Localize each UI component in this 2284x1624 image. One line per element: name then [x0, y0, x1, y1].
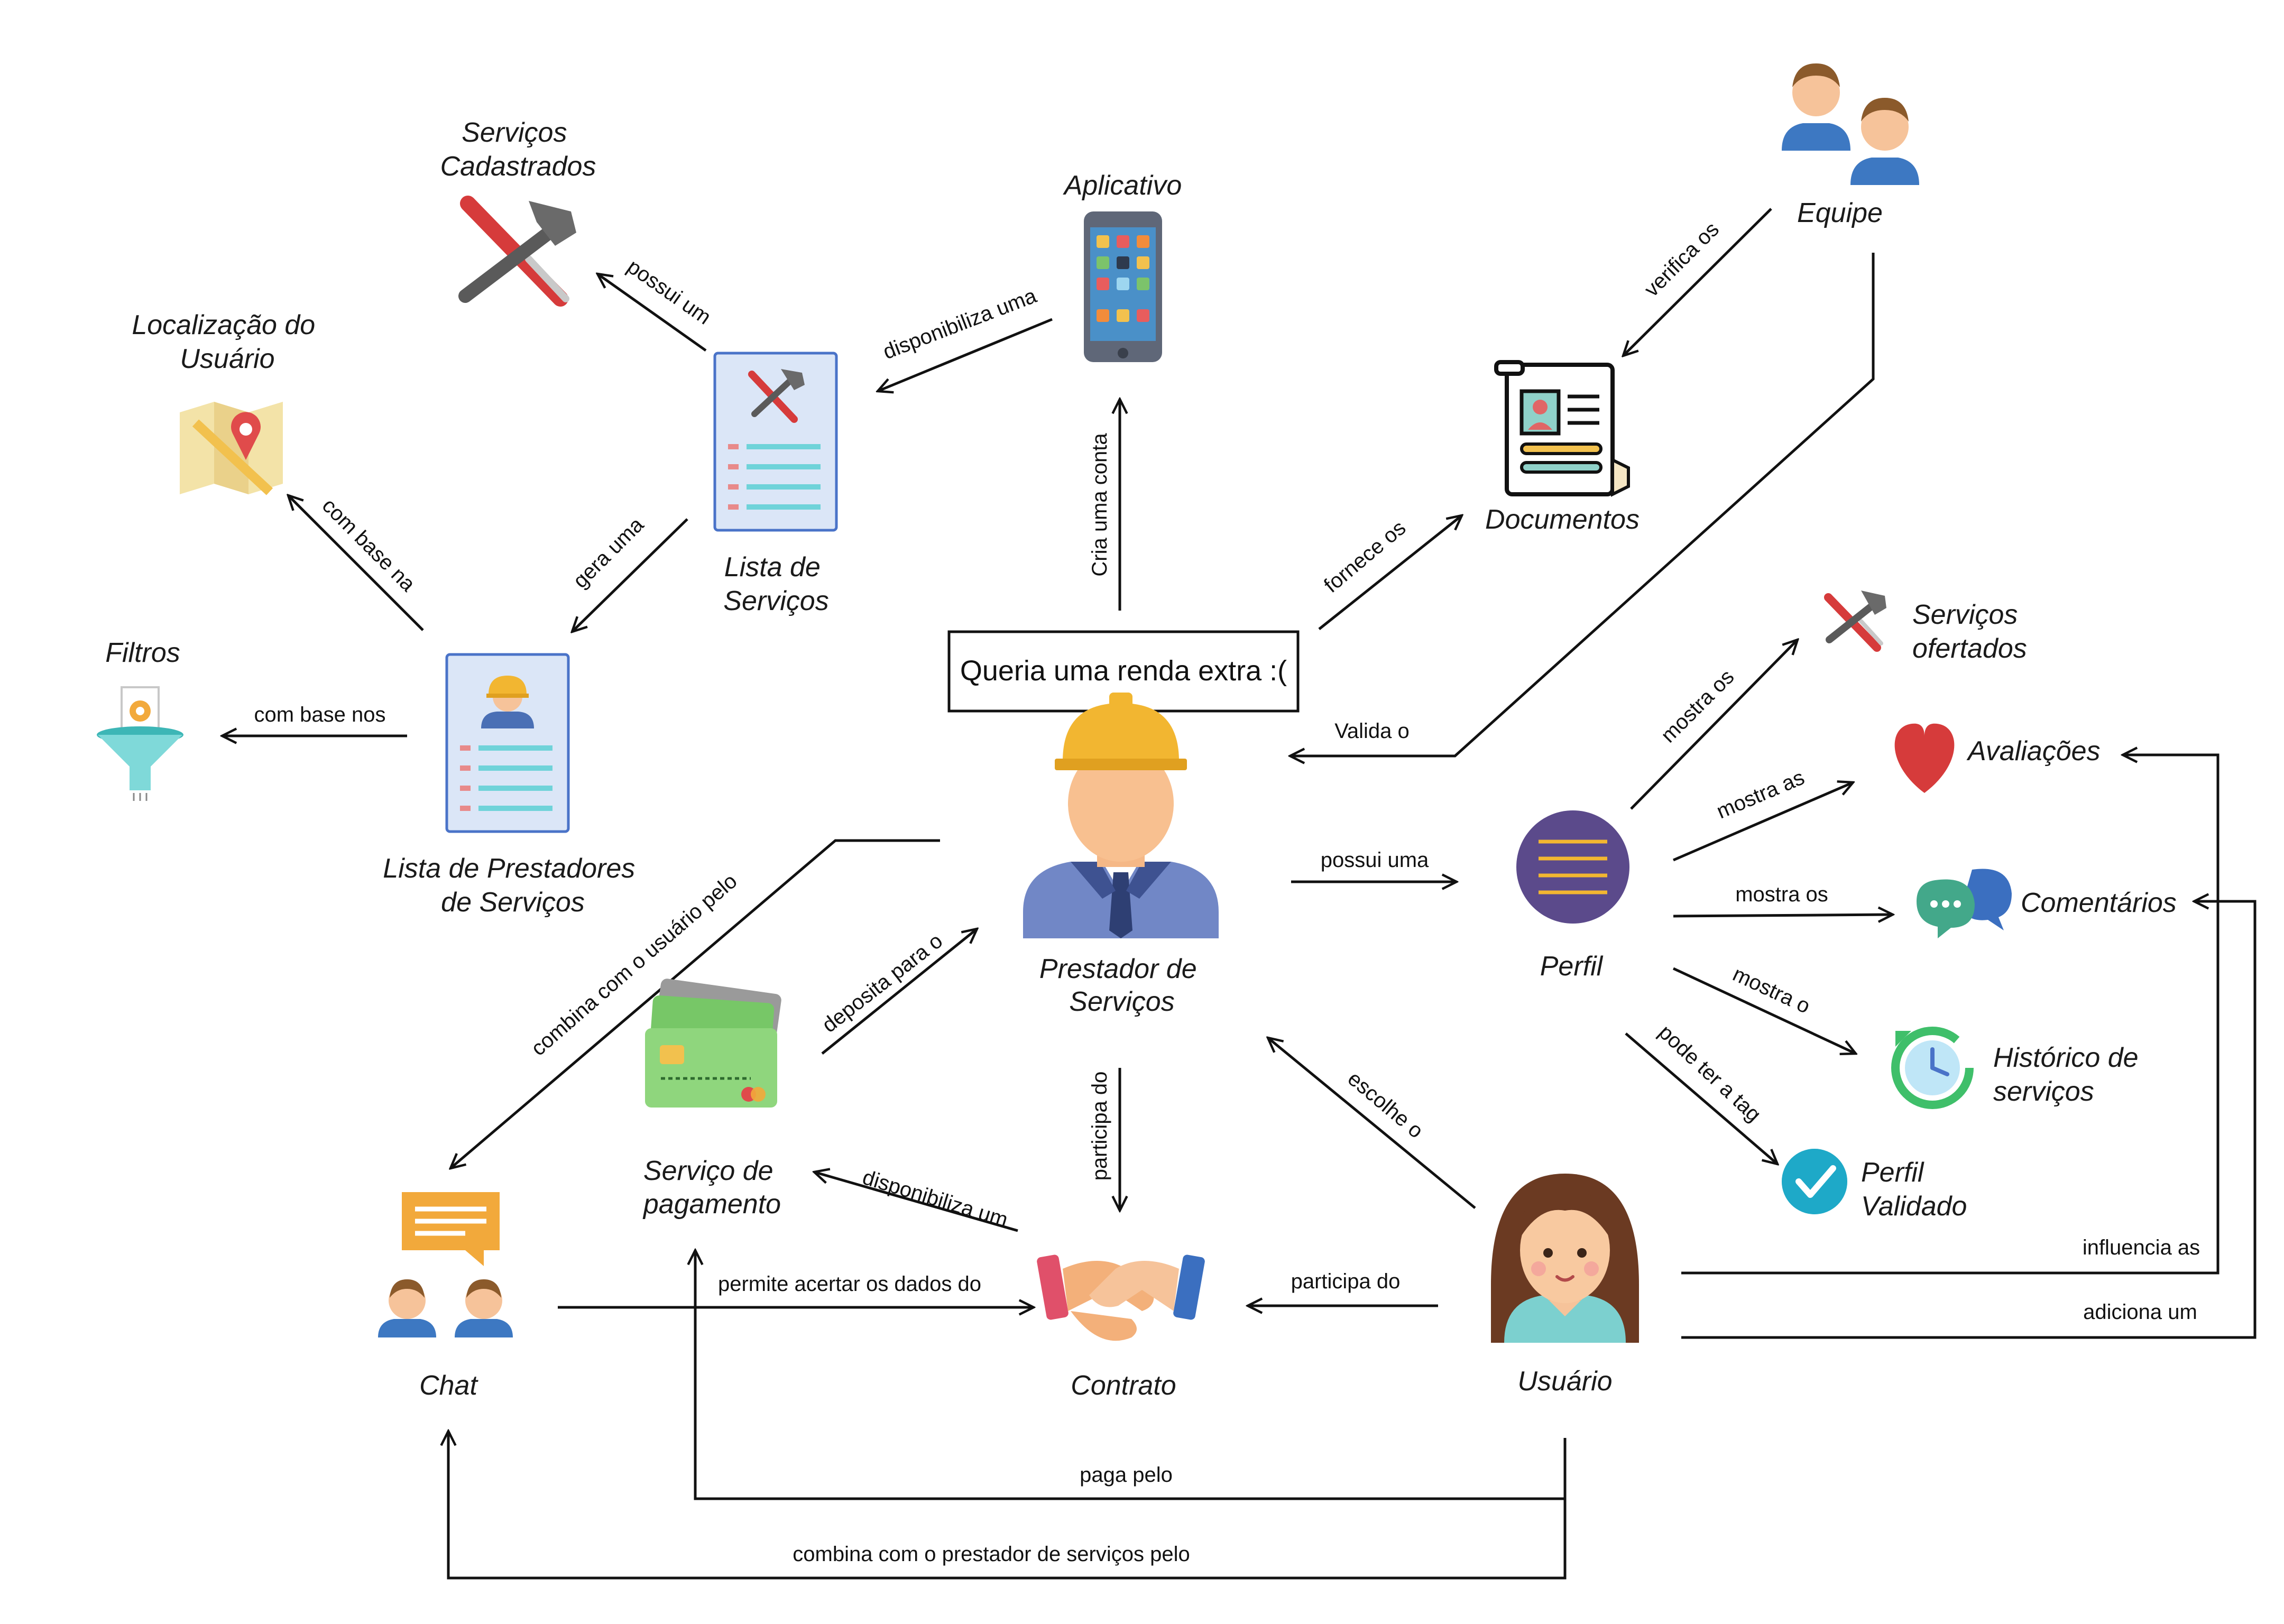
label-equipe: Equipe: [1797, 198, 1883, 228]
edge-label-gera-uma: gera uma: [569, 513, 649, 593]
chat-icon: [378, 1192, 513, 1337]
label-comentarios: Comentários: [2021, 888, 2177, 918]
edge-label-influencia-as: influencia as: [2083, 1236, 2200, 1259]
handshake-icon: [1037, 1254, 1205, 1341]
label-servicos-cadastrados: Serviços Cadastrados: [440, 117, 596, 182]
label-usuario: Usuário: [1517, 1366, 1612, 1397]
speech-bubble-text: Queria uma renda extra :(: [960, 655, 1287, 687]
edge-label-mostra-os-1: mostra os: [1656, 665, 1738, 747]
heart-icon: [1894, 723, 1955, 793]
edge-label-disponibiliza-um: disponibiliza um: [860, 1166, 1010, 1232]
tools-icon: [458, 196, 576, 307]
arrow-perfil-to-servicos-ofertados: [1630, 640, 1798, 810]
arrow-perfil-to-comentarios: [1673, 915, 1893, 916]
label-lista-prestadores: Lista de Prestadores de Serviços: [383, 853, 642, 918]
node-labels: Serviços Cadastrados Aplicativo Equipe L…: [105, 117, 2177, 1401]
edge-label-possui-um: possui um: [623, 255, 715, 329]
edge-label-cria-uma-conta: Cria uma conta: [1088, 433, 1111, 577]
label-prestador: Prestador de Serviços: [1039, 954, 1204, 1017]
profile-icon: [1516, 810, 1629, 924]
edge-label-fornece-os: fornece os: [1320, 516, 1410, 597]
verified-check-icon: [1782, 1149, 1847, 1214]
label-lista-servicos: Lista de Serviços: [723, 552, 828, 616]
label-contrato: Contrato: [1071, 1370, 1176, 1401]
label-avaliacoes: Avaliações: [1966, 736, 2101, 767]
speech-bubble: Queria uma renda extra :(: [947, 630, 1300, 725]
arrow-perfil-to-avaliacoes: [1673, 782, 1853, 862]
connectors: [222, 208, 2257, 1580]
arrow-equipe-valida-prestador: [1290, 253, 1875, 756]
edge-label-deposita-para-o: deposita para o: [818, 929, 947, 1037]
label-historico: Histórico de serviços: [1993, 1042, 2146, 1107]
arrow-perfil-to-historico: [1672, 967, 1856, 1054]
edge-label-participa-do-2: participa do: [1291, 1270, 1401, 1293]
arrow-usuario-to-pagamento: [695, 1250, 1567, 1500]
edge-label-escolhe-o: escolhe o: [1343, 1067, 1428, 1143]
team-icon: [1782, 63, 1919, 185]
credit-card-icon: [645, 979, 781, 1108]
edge-label-paga-pelo: paga pelo: [1080, 1463, 1173, 1487]
arrow-contrato-to-pagamento: [814, 1172, 1018, 1232]
label-perfil: Perfil: [1540, 951, 1604, 982]
user-icon: [1491, 1174, 1639, 1343]
edge-label-valida-o: Valida o: [1334, 719, 1410, 743]
edge-label-com-base-nos: com base nos: [254, 703, 385, 726]
label-filtros: Filtros: [105, 638, 180, 668]
edge-label-disponibiliza-uma: disponibiliza uma: [880, 284, 1040, 364]
worker-icon: [1023, 693, 1219, 938]
label-chat: Chat: [419, 1370, 478, 1401]
edge-label-combina-prestador: combina com o prestador de serviços pelo: [793, 1543, 1190, 1566]
arrow-prestador-to-chat: [450, 839, 940, 1168]
history-clock-icon: [1891, 1027, 1974, 1109]
edge-label-possui-uma: possui uma: [1321, 848, 1429, 872]
arrow-prestador-to-documentos: [1318, 515, 1462, 630]
edge-label-participa-do-1: participa do: [1088, 1072, 1111, 1181]
arrow-usuario-to-avaliacoes: [1681, 755, 2219, 1275]
arrow-aplicativo-to-lista: [878, 318, 1053, 391]
arrow-pagamento-to-prestador: [821, 929, 977, 1055]
edge-label-verifica-os: verifica os: [1640, 218, 1724, 301]
arrow-prestadores-to-localizacao: [288, 495, 424, 631]
arrow-equipe-to-documentos: [1623, 208, 1772, 356]
label-documentos: Documentos: [1485, 504, 1640, 535]
label-perfil-validado: Perfil Validado: [1861, 1157, 1967, 1222]
filter-funnel-icon: [97, 686, 183, 801]
label-servico-pagamento: Serviço de pagamento: [642, 1156, 781, 1220]
label-servicos-ofertados: Serviços ofertados: [1912, 599, 2027, 664]
edge-label-mostra-o: mostra o: [1729, 962, 1814, 1018]
provider-list-icon: [445, 653, 570, 833]
label-localizacao: Localização do Usuário: [132, 310, 323, 374]
edge-label-permite-acertar: permite acertar os dados do: [718, 1272, 981, 1296]
arrow-perfil-to-validado: [1625, 1032, 1778, 1164]
arrow-usuario-to-comentarios: [1681, 901, 2257, 1339]
map-pin-icon: [180, 402, 283, 495]
document-icon: [1494, 360, 1630, 497]
arrow-usuario-to-chat: [448, 1431, 1567, 1580]
edge-label-adiciona-um: adiciona um: [2083, 1300, 2197, 1324]
edge-label-mostra-as: mostra as: [1713, 765, 1808, 823]
label-aplicativo: Aplicativo: [1063, 170, 1182, 201]
offered-tools-icon: [1824, 590, 1886, 652]
arrow-lista-to-servicos-cadastrados: [597, 274, 707, 352]
smartphone-icon: [1084, 211, 1162, 362]
arrow-usuario-to-prestador: [1268, 1038, 1476, 1209]
edge-label-com-base-na: com base na: [318, 494, 420, 596]
service-list-icon: [713, 352, 838, 532]
edge-label-mostra-os-2: mostra os: [1735, 883, 1828, 906]
comments-icon: [1917, 869, 2012, 938]
arrow-lista-to-prestadores: [572, 518, 688, 632]
